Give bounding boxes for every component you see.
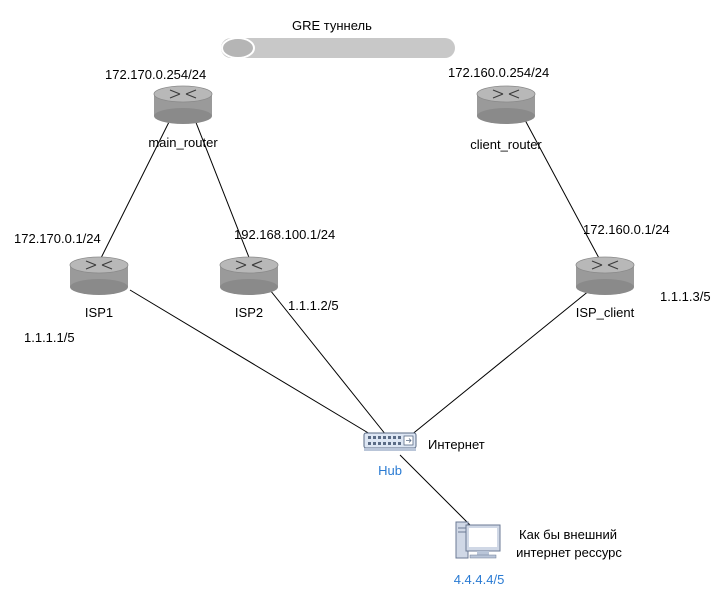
computer-icon	[455, 521, 501, 559]
link-client-router-isp-client	[524, 119, 601, 261]
link-isp-client-hub	[404, 289, 591, 441]
main-router-ip: 172.170.0.254/24	[105, 67, 207, 82]
pc-description-line1: Как бы внешний	[519, 527, 617, 542]
link-hub-pc	[399, 454, 471, 526]
link-isp1-hub	[129, 289, 381, 441]
isp-client-router-icon	[575, 256, 635, 296]
client-router-name: client_router	[470, 137, 542, 152]
isp1-ip-down: 1.1.1.1/5	[24, 330, 75, 345]
hub-description: Интернет	[428, 437, 485, 452]
isp2-router-icon	[219, 256, 279, 296]
hub-name: Hub	[378, 463, 402, 478]
main-router-name: main_router	[148, 135, 218, 150]
isp-client-ip-down: 1.1.1.3/5	[660, 289, 711, 304]
isp1-name: ISP1	[84, 305, 114, 320]
isp-client-name: ISP_client	[575, 305, 635, 320]
pc-ip: 4.4.4.4/5	[453, 572, 505, 587]
isp2-ip-up: 192.168.100.1/24	[234, 227, 336, 242]
gre-tunnel-shape	[221, 37, 455, 59]
hub-icon	[363, 432, 417, 451]
link-main-router-isp2	[194, 119, 251, 261]
client-router-icon	[476, 85, 536, 125]
link-isp2-hub	[269, 289, 391, 441]
main-router-icon	[153, 85, 213, 125]
isp1-ip-up: 172.170.0.1/24	[14, 231, 101, 246]
link-main-router-isp1	[99, 119, 171, 261]
gre-tunnel-label: GRE туннель	[292, 18, 372, 33]
pc-description-line2: интернет рессурс	[516, 545, 622, 560]
isp-client-ip-up: 172.160.0.1/24	[583, 222, 670, 237]
client-router-ip: 172.160.0.254/24	[448, 65, 550, 80]
isp2-name: ISP2	[234, 305, 264, 320]
isp1-router-icon	[69, 256, 129, 296]
isp2-ip-down: 1.1.1.2/5	[288, 298, 339, 313]
